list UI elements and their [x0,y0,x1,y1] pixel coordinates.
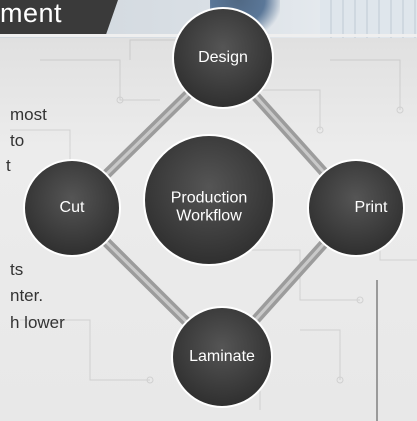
node-print-label: Print [354,198,388,216]
slide-title: ment [0,0,63,28]
title-tab: ment [0,0,118,34]
center-label-line-2: Workflow [176,208,242,225]
divider-line [376,280,378,421]
node-cut [23,159,121,257]
body-text-line-4: ts [10,260,24,279]
node-laminate-label: Laminate [189,347,255,365]
node-print [307,159,405,257]
body-text-line-3: t [6,156,11,175]
node-cut-label: Cut [59,198,85,216]
body-text-line-5: nter. [10,286,44,305]
center-node-label: Production Workflow [171,190,248,227]
center-label-line-1: Production [170,189,248,207]
body-text-line-6: h lower [10,313,65,332]
body-text-line-2: to [10,131,25,150]
node-design-label: Design [198,48,248,66]
center-node [143,134,275,266]
body-text-line-1: most [10,105,47,124]
node-laminate [171,306,273,408]
node-design [172,7,274,109]
photo-panel [320,0,417,38]
